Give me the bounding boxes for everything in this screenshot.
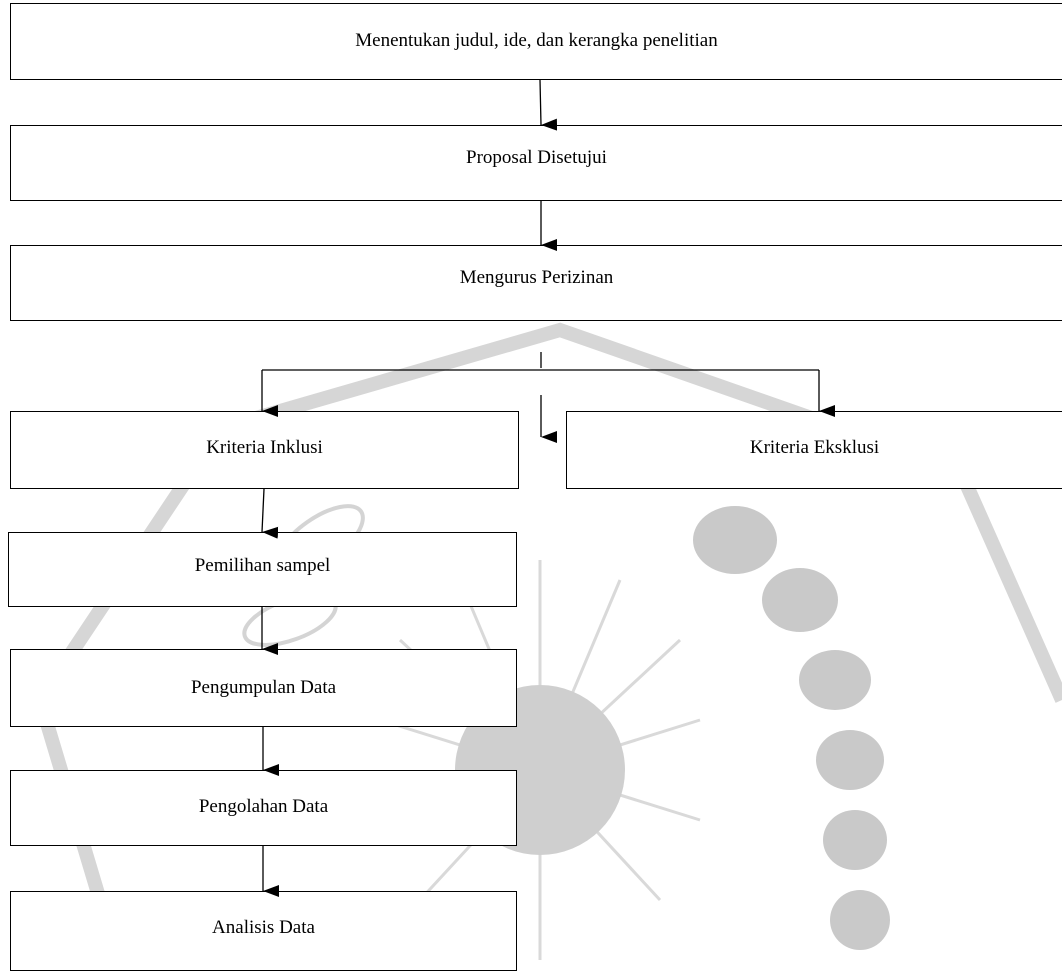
step-mengurus-perizinan: Mengurus Perizinan: [10, 245, 1062, 321]
step-pengolahan-data: Pengolahan Data: [10, 770, 517, 846]
step-label: Mengurus Perizinan: [459, 267, 614, 288]
step-kriteria-inklusi: Kriteria Inklusi: [10, 411, 519, 489]
step-pemilihan-sampel: Pemilihan sampel: [8, 532, 517, 607]
step-label: Pengumpulan Data: [190, 677, 337, 698]
step-label: Pemilihan sampel: [194, 555, 331, 576]
seal-outer-ring: [178, 322, 1062, 703]
step-label: Analisis Data: [212, 917, 315, 938]
step-analisis-data: Analisis Data: [10, 891, 517, 971]
step-label: Menentukan judul, ide, dan kerangka pene…: [355, 30, 718, 51]
step-label: Pengolahan Data: [198, 796, 329, 817]
cotton-garland-icon: [693, 506, 890, 950]
step-pengumpulan-data: Pengumpulan Data: [10, 649, 517, 727]
step-label: Kriteria Eksklusi: [749, 437, 880, 458]
step-label: Kriteria Inklusi: [206, 437, 323, 458]
step-label: Proposal Disetujui: [466, 147, 607, 168]
step-proposal-disetujui: Proposal Disetujui: [10, 125, 1062, 201]
step-kriteria-eksklusi: Kriteria Eksklusi: [566, 411, 1062, 489]
step-menentukan-judul: Menentukan judul, ide, dan kerangka pene…: [10, 3, 1062, 80]
